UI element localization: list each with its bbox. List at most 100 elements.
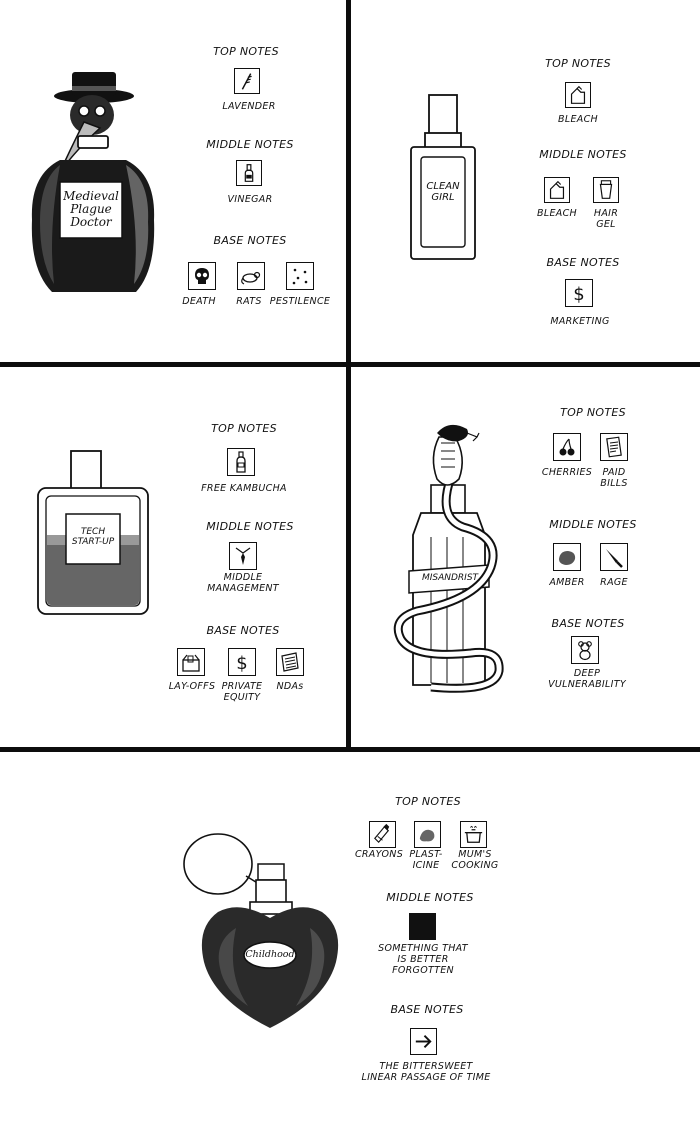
bottle-label-line: GIRL (431, 192, 455, 203)
black-square-icon (409, 913, 436, 940)
top-notes-heading: TOP NOTES (560, 406, 626, 419)
base-notes-heading: BASE NOTES (213, 234, 287, 247)
note-cherries: CHERRIES (541, 467, 593, 478)
panel-clean-girl: CLEAN GIRL TOP NOTES BLEACH MIDDLE NOTES… (351, 0, 700, 362)
tech-startup-bottle-illustration (37, 450, 149, 615)
note-bleach: BLEACH (558, 114, 598, 125)
childhood-heart-bottle-illustration (183, 833, 339, 1028)
shirt-tie-icon (229, 542, 257, 570)
note-hair-line: HAIR (593, 208, 619, 219)
note-death: DEATH (182, 296, 216, 307)
note-something-line: SOMETHING THAT (378, 943, 468, 954)
arrow-right-icon (410, 1028, 437, 1055)
rat-icon (237, 262, 265, 290)
bleach-bottle-icon (565, 82, 591, 108)
vertical-divider-top (346, 0, 351, 750)
base-notes-heading: BASE NOTES (390, 1003, 464, 1016)
top-notes-heading: TOP NOTES (545, 57, 611, 70)
note-paid-bills: PAID BILLS (600, 467, 628, 490)
note-something-forgotten: SOMETHING THAT IS BETTER FORGOTTEN (378, 943, 468, 977)
dollar-sign-icon: $ (228, 648, 256, 676)
note-plast-line: PLAST- (409, 849, 443, 860)
middle-notes-heading: MIDDLE NOTES (206, 520, 294, 533)
note-bittersweet-time: THE BITTERSWEET LINEAR PASSAGE OF TIME (361, 1061, 491, 1084)
bottle-label-line: MISANDRIST (421, 573, 479, 584)
note-bleach-middle: BLEACH (537, 208, 577, 219)
panel-tech-startup: TECH START-UP TOP NOTES FREE KAMBUCHA MI… (0, 367, 346, 747)
note-private-line: PRIVATE (221, 681, 263, 692)
bottle-label-line: START-UP (71, 537, 115, 547)
teddy-bear-icon (571, 636, 599, 664)
panel-plague-doctor: Medieval Plague Doctor TOP NOTES LAVENDE… (0, 0, 346, 362)
bleach-bottle-icon (544, 177, 570, 203)
note-bills-line: BILLS (600, 477, 628, 489)
note-deep-line: DEEP (573, 668, 601, 679)
crayon-icon (369, 821, 396, 848)
middle-notes-heading: MIDDLE NOTES (539, 148, 627, 161)
note-paid-line: PAID (602, 467, 626, 478)
bottle-label-line: Plague (70, 202, 112, 217)
middle-notes-heading: MIDDLE NOTES (206, 138, 294, 151)
cooking-pot-icon (460, 821, 487, 848)
bottle-icon (227, 448, 255, 476)
note-mums-cooking: MUM'S COOKING (451, 849, 498, 872)
note-hair-gel: HAIR GEL (593, 208, 619, 231)
note-private-equity: PRIVATE EQUITY (221, 681, 263, 704)
base-notes-heading: BASE NOTES (546, 256, 620, 269)
note-marketing: MARKETING (550, 316, 610, 327)
panel-misandrist: MISANDRIST TOP NOTES CHERRIES PAID BILLS… (351, 367, 700, 747)
plague-doctor-bottle-illustration (31, 72, 155, 292)
note-vulnerability-line: VULNERABILITY (548, 678, 626, 690)
top-notes-heading: TOP NOTES (395, 795, 461, 808)
lavender-icon (234, 68, 260, 94)
note-free-kambucha: FREE KAMBUCHA (201, 483, 287, 494)
skull-icon (188, 262, 216, 290)
horizontal-divider-1 (0, 362, 700, 367)
top-notes-heading: TOP NOTES (213, 45, 279, 58)
bottle-label-line: CLEAN (426, 181, 460, 192)
cherries-icon (553, 433, 581, 461)
bottle-label-line: Medieval (63, 189, 119, 204)
bottle-label-text: CLEAN GIRL (426, 181, 459, 203)
box-icon (177, 648, 205, 676)
note-crayons: CRAYONS (354, 849, 404, 860)
bottle-label-text: MISANDRIST (421, 573, 479, 584)
top-notes-heading: TOP NOTES (211, 422, 277, 435)
note-lay-offs: LAY-OFFS (168, 681, 216, 692)
panel-childhood: Childhood TOP NOTES CRAYONS PLAST- ICINE… (0, 752, 700, 1126)
dollar-sign-icon: $ (565, 279, 593, 307)
paper-bill-icon (600, 433, 628, 461)
base-notes-heading: BASE NOTES (206, 624, 280, 637)
note-better-line: IS BETTER (397, 953, 449, 965)
amber-stone-icon (553, 543, 581, 571)
base-notes-heading: BASE NOTES (551, 617, 625, 630)
note-gel-line: GEL (596, 218, 616, 230)
horizontal-divider-2 (0, 747, 700, 752)
note-middle-management: MIDDLE MANAGEMENT (207, 572, 279, 595)
note-deep-vulnerability: DEEP VULNERABILITY (548, 668, 626, 691)
dots-icon (286, 262, 314, 290)
note-pestilence: PESTILENCE (269, 296, 331, 307)
note-ndas: NDAs (276, 681, 304, 692)
hair-gel-tube-icon (593, 177, 619, 203)
middle-notes-heading: MIDDLE NOTES (549, 518, 637, 531)
vinegar-bottle-icon (236, 160, 262, 186)
note-equity-line: EQUITY (223, 691, 261, 703)
note-plasticine: PLAST- ICINE (409, 849, 443, 872)
misandrist-snake-bottle-illustration (393, 424, 504, 693)
bottle-label-text: Medieval Plague Doctor (63, 190, 119, 230)
document-stack-icon (276, 648, 304, 676)
bottle-label-text: Childhood (245, 949, 294, 960)
note-bittersweet-line: THE BITTERSWEET (379, 1061, 473, 1072)
note-forgotten-line: FORGOTTEN (392, 964, 454, 976)
note-rats: RATS (236, 296, 262, 307)
svg-text:$: $ (236, 653, 247, 674)
note-passage-line: LINEAR PASSAGE OF TIME (361, 1071, 491, 1083)
bottle-label-text: TECH START-UP (71, 527, 115, 548)
bottle-label-line: Doctor (70, 215, 112, 230)
plasticine-icon (414, 821, 441, 848)
knife-icon (600, 543, 628, 571)
clean-girl-bottle-illustration (410, 94, 476, 260)
middle-notes-heading: MIDDLE NOTES (386, 891, 474, 904)
note-mums-line: MUM'S (458, 849, 492, 860)
